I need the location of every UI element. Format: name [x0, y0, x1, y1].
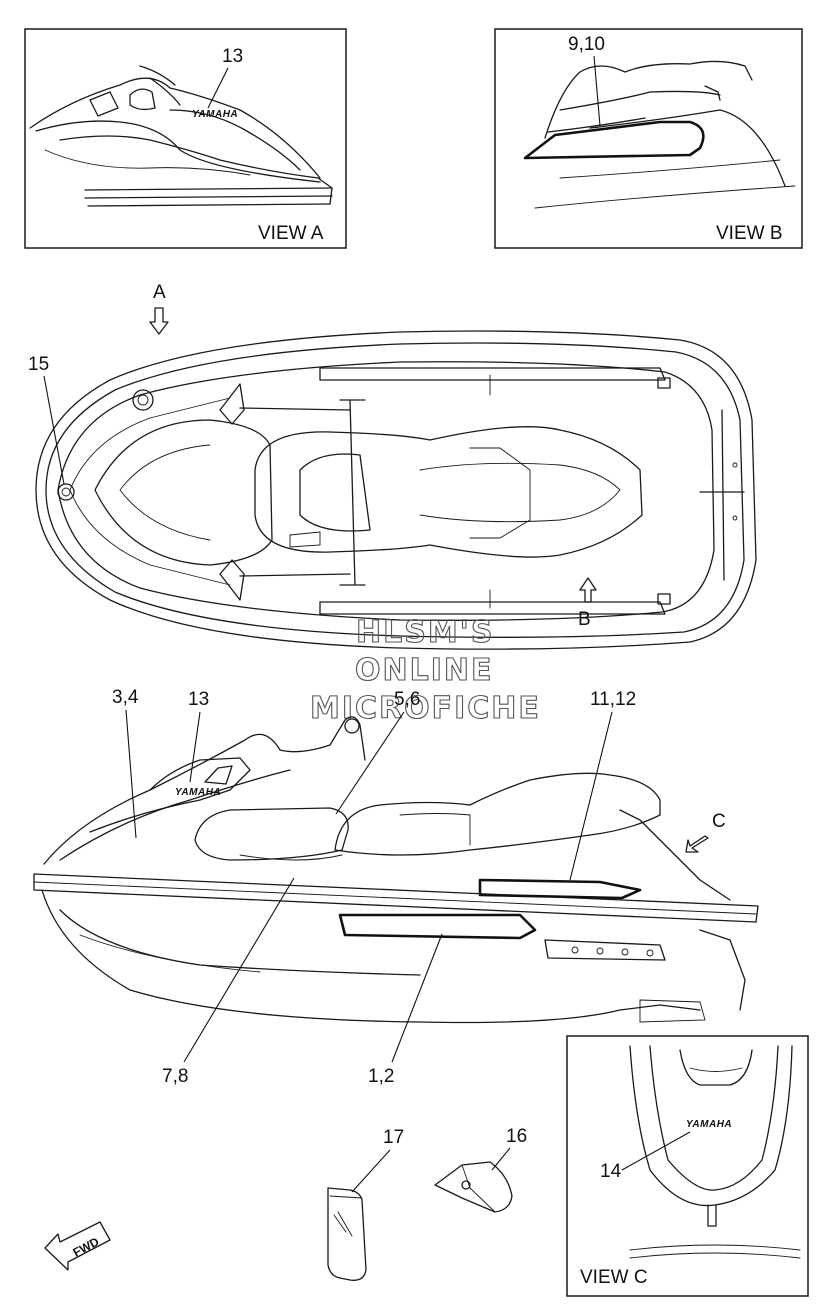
- leader-7-8: [183, 877, 295, 1063]
- fwd-arrow-icon: [44, 1221, 111, 1271]
- arrow-c-label: C: [712, 811, 726, 832]
- callout-13-view-a: 13: [222, 46, 243, 67]
- fwd-arrow: FWD: [44, 1221, 111, 1271]
- view-b-hull-drawing: [534, 60, 796, 209]
- view-b-decal-outline: [523, 120, 705, 160]
- fwd-label: FWD: [71, 1234, 102, 1259]
- side-view-brand-decal: YAMAHA: [175, 787, 221, 798]
- part-17: 17: [327, 1127, 404, 1281]
- callout-7-8: 7,8: [162, 1066, 188, 1087]
- view-b-frame: [494, 28, 803, 249]
- arrow-b-icon: [579, 577, 597, 603]
- callout-1-2: 1,2: [368, 1066, 394, 1087]
- watermark: HLSM'S ONLINE MICROFICHE: [309, 614, 539, 726]
- leader-3-4: [125, 709, 137, 839]
- callout-3-4: 3,4: [112, 687, 139, 708]
- leader-16: [491, 1147, 511, 1171]
- callout-5-6: 5,6: [394, 689, 420, 710]
- callout-14: 14: [600, 1161, 622, 1182]
- side-view-hull-drawing: [33, 716, 759, 1024]
- leader-13-view-a: [207, 67, 229, 109]
- leader-9-10: [593, 55, 601, 127]
- callout-17: 17: [383, 1127, 404, 1148]
- side-view: YAMAHA 3,4 13 5,6 11,12 C 7,8 1,2: [33, 687, 759, 1087]
- callout-11-12: 11,12: [590, 689, 636, 710]
- leader-13-side: [189, 711, 201, 783]
- view-c-label: VIEW C: [580, 1267, 648, 1288]
- watermark-line-2: ONLINE: [355, 653, 494, 688]
- leader-11-12: [569, 711, 613, 881]
- leader-17: [351, 1149, 391, 1193]
- leader-15: [43, 375, 65, 485]
- callout-16: 16: [506, 1126, 527, 1147]
- arrow-b-label: B: [578, 609, 591, 630]
- view-a-label: VIEW A: [258, 223, 324, 244]
- watermark-line-1: HLSM'S: [356, 615, 494, 650]
- callout-9-10: 9,10: [568, 34, 605, 55]
- part-16-cover: [434, 1161, 513, 1213]
- leader-1-2: [391, 933, 443, 1063]
- view-c-brand-decal: YAMAHA: [686, 1119, 732, 1130]
- leader-5-6: [335, 711, 405, 815]
- view-c-drawing: [629, 1045, 801, 1259]
- leader-14: [621, 1131, 691, 1171]
- view-c-inset: YAMAHA 14 VIEW C: [566, 1035, 809, 1297]
- view-b-label: VIEW B: [716, 223, 783, 244]
- arrow-a-icon: [149, 307, 169, 335]
- arrow-c-icon: [685, 835, 709, 853]
- arrow-a-label: A: [153, 282, 166, 303]
- callout-15: 15: [28, 354, 49, 375]
- part-17-pouch: [327, 1187, 367, 1281]
- top-view-hull-drawing: [35, 330, 757, 650]
- view-a-frame: [24, 28, 347, 249]
- top-view: A: [28, 282, 757, 650]
- view-a-inset: YAMAHA 13 VIEW A: [24, 28, 347, 249]
- view-a-brand-decal: YAMAHA: [192, 109, 238, 120]
- view-c-frame: [566, 1035, 809, 1297]
- part-16: 16: [434, 1126, 527, 1213]
- view-b-inset: 9,10 VIEW B: [494, 28, 803, 249]
- callout-13-side: 13: [188, 689, 209, 710]
- view-a-hull-drawing: [29, 65, 333, 207]
